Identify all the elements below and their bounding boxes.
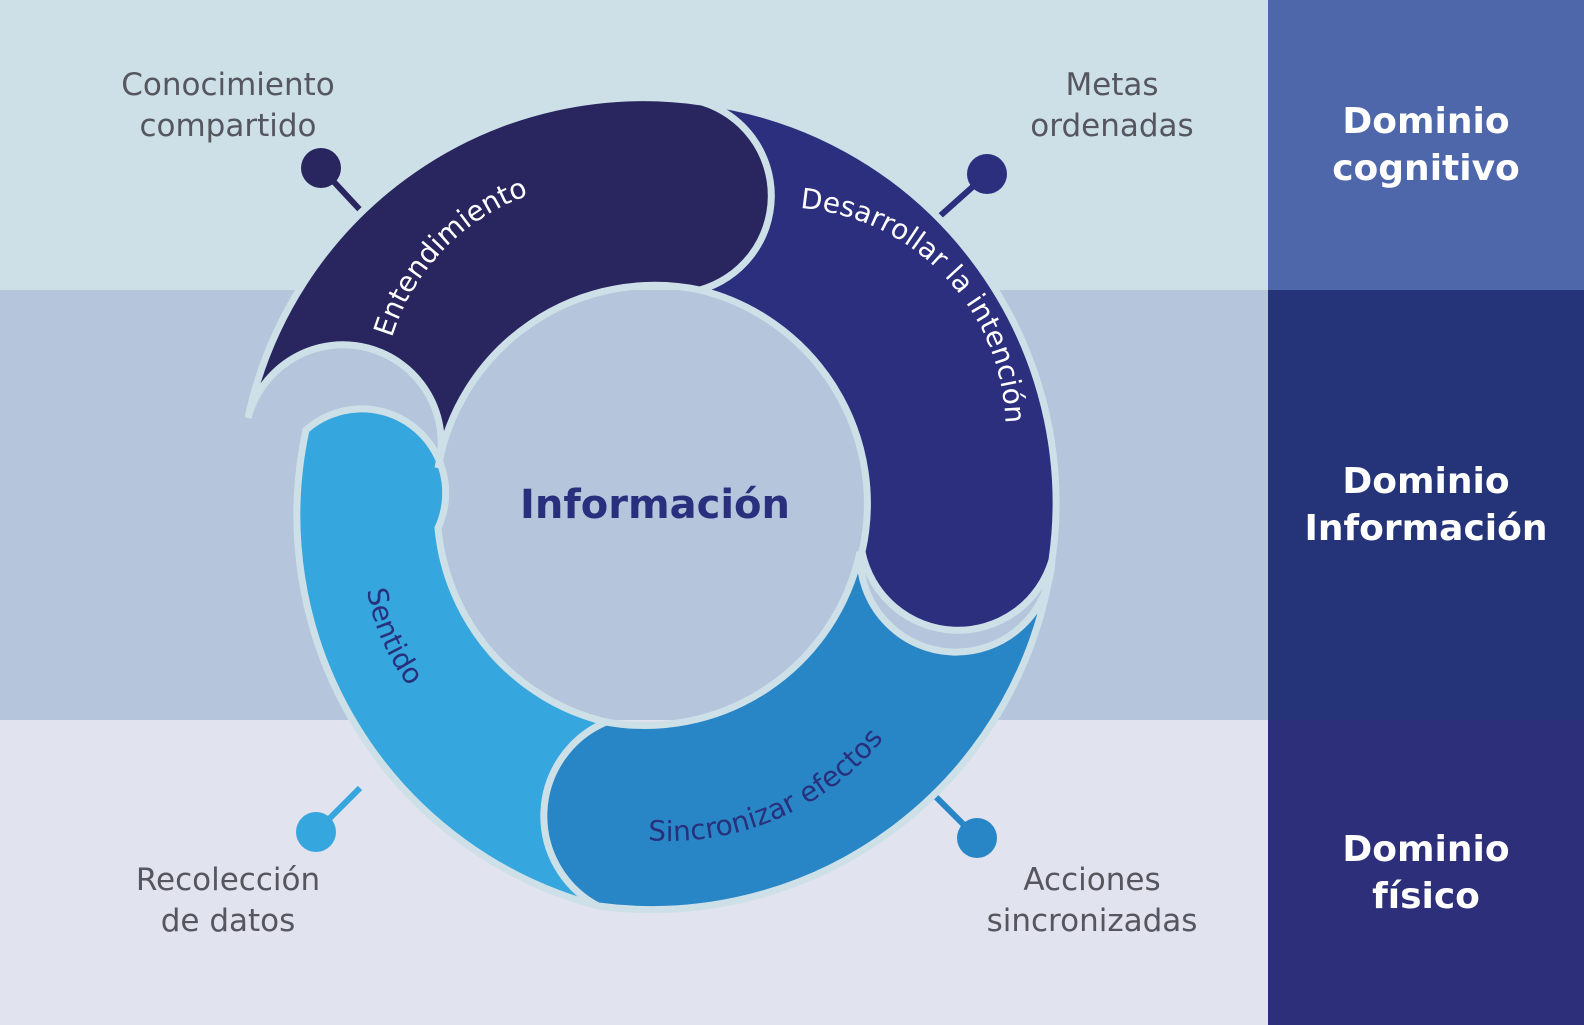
domain-label-cognitive-line2: cognitivo [1332,148,1520,189]
cycle-diagram: Entendimiento Desarrollar la intención S… [244,94,1060,914]
pin-label-actions: Acciones sincronizadas [932,860,1252,942]
segment-understanding [244,94,775,469]
pin-label-knowledge: Conocimiento compartido [68,65,388,147]
pin-dot-knowledge [301,148,341,188]
pin-label-actions-line1: Acciones [1023,862,1161,898]
pin-label-goals: Metas ordenadas [952,65,1272,147]
pin-label-knowledge-line2: compartido [139,108,317,144]
pin-dot-actions [957,818,997,858]
pin-label-goals-line2: ordenadas [1030,108,1194,144]
pin-label-knowledge-line1: Conocimiento [121,67,335,103]
pin-label-data-line1: Recolección [135,862,321,898]
domain-label-information-line1: Dominio [1342,461,1510,502]
pin-label-actions-line2: sincronizadas [986,903,1198,939]
cycle-ring [244,94,1060,914]
domain-label-physical-line1: Dominio [1342,828,1510,870]
center-label: Información [520,482,790,528]
domain-label-physical-line2: físico [1372,875,1480,917]
pin-dot-goals [967,154,1007,194]
pin-group [296,148,1007,858]
pin-dot-data [296,812,336,852]
segment-synchronize-effects [540,551,1056,914]
pin-label-goals-line1: Metas [1065,67,1159,103]
domain-label-cognitive: Dominio cognitivo [1268,0,1584,290]
pin-label-data-line2: de datos [160,903,296,939]
domain-label-cognitive-line1: Dominio [1342,101,1510,142]
domain-label-information-line2: Información [1304,508,1548,549]
pin-label-data: Recolección de datos [68,860,388,942]
domain-label-physical: Dominio físico [1268,720,1584,1025]
